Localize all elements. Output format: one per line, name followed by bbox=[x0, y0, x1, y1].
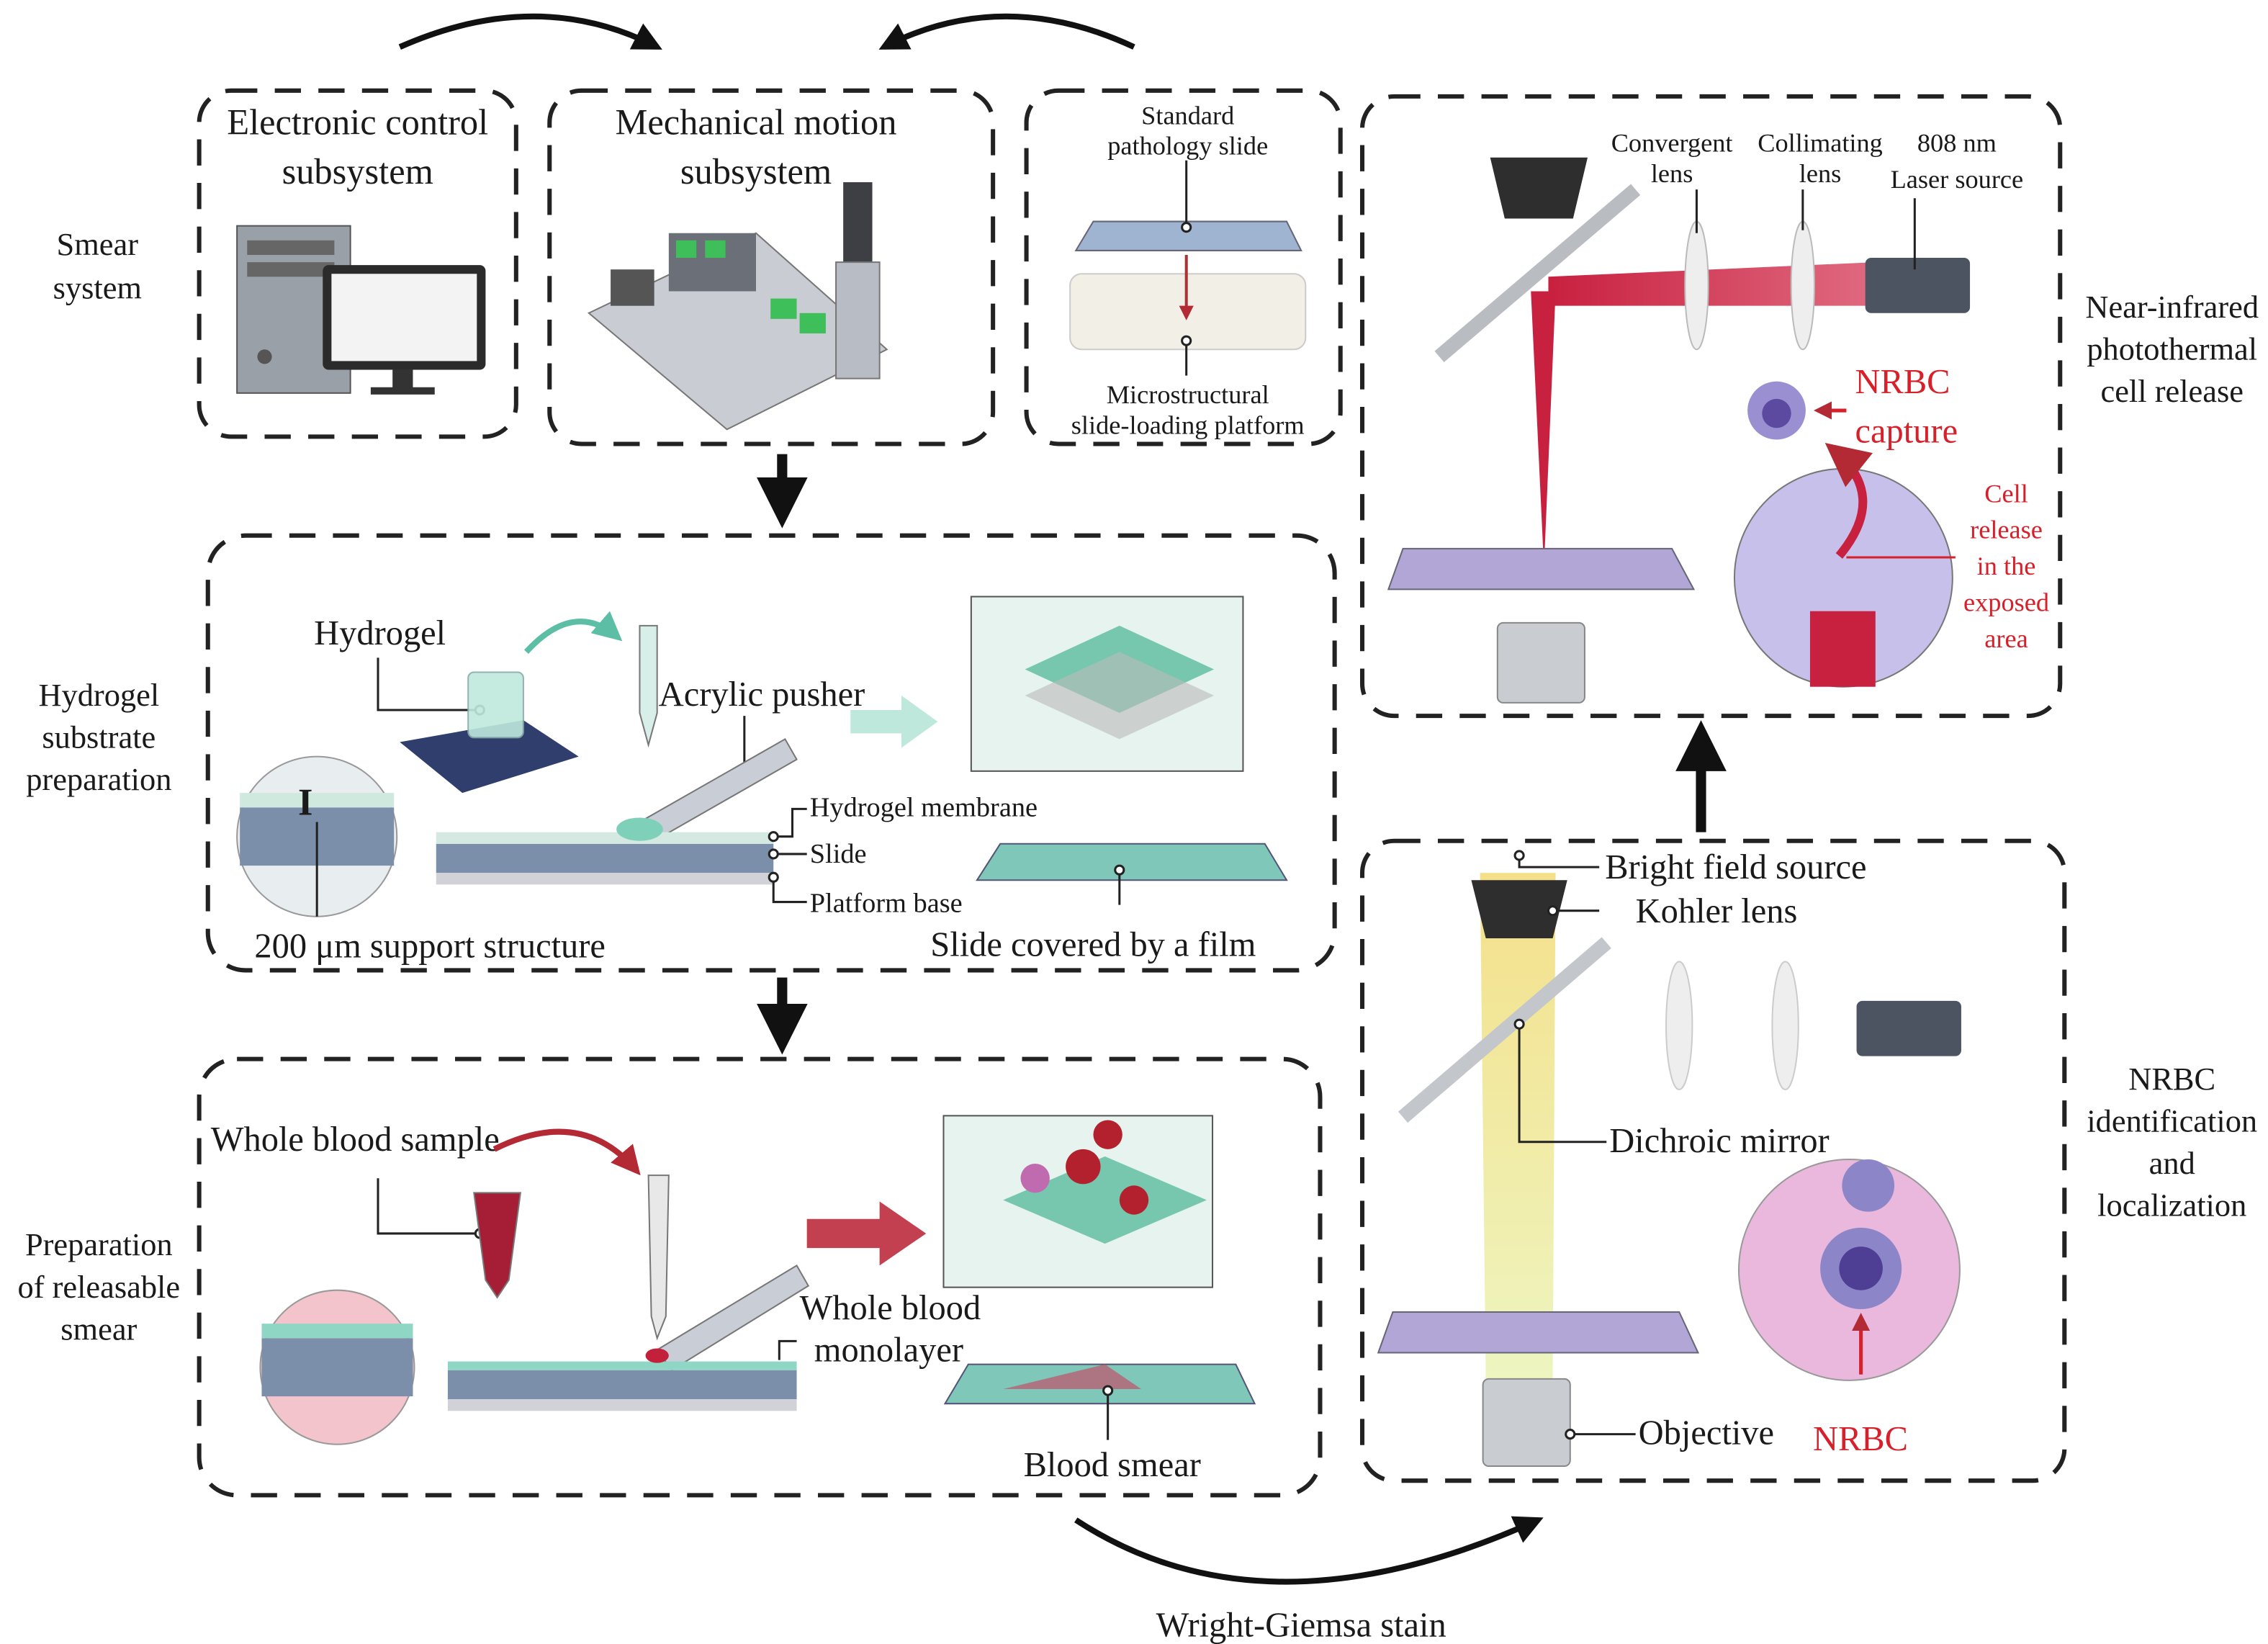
pipette-icon bbox=[639, 624, 658, 748]
objective-label: Objective bbox=[1639, 1414, 1774, 1452]
hydrogel-box bbox=[205, 533, 1337, 973]
hydrogel-slide-stack bbox=[436, 843, 774, 873]
blood-sample-label: Whole blood sample bbox=[211, 1120, 500, 1159]
support-label: 200 μm support structure bbox=[254, 927, 606, 965]
top-condenser bbox=[1490, 157, 1588, 219]
blood-pipette-icon bbox=[647, 1174, 670, 1341]
ident-box bbox=[1359, 838, 2067, 1483]
red-arrow bbox=[806, 1201, 927, 1266]
blood-tube-icon bbox=[473, 1192, 522, 1299]
kohler-lens-icon bbox=[1471, 880, 1567, 939]
computer-icon bbox=[236, 225, 486, 395]
blood-pusher bbox=[656, 1264, 810, 1372]
blood-slide-stack bbox=[447, 1370, 797, 1400]
nir-objective bbox=[1496, 621, 1585, 704]
teal-arrow bbox=[850, 695, 938, 748]
ident-slide bbox=[1377, 1311, 1700, 1354]
nir-box bbox=[1359, 94, 2063, 719]
mechanical-box bbox=[547, 88, 996, 446]
platform-base-label: Platform base bbox=[810, 889, 963, 919]
slide-box bbox=[1024, 88, 1343, 446]
convergent-lens bbox=[1684, 220, 1709, 351]
flow-arrow-bottom bbox=[1074, 1516, 1544, 1585]
blood-transfer-arrow bbox=[492, 1128, 641, 1176]
pathology-slide bbox=[1074, 220, 1302, 251]
ident-dichroic bbox=[1398, 937, 1611, 1123]
nrbc-label: NRBC bbox=[1813, 1420, 1908, 1458]
collimating-lens bbox=[1790, 220, 1816, 351]
wright-giemsa-label: Wright-Giemsa stain bbox=[1156, 1606, 1446, 1644]
bright-field-beam bbox=[1480, 873, 1556, 1382]
hydrogel-transfer-arrow bbox=[523, 611, 623, 654]
stirrer-beaker-icon bbox=[400, 671, 579, 794]
nir-dichroic bbox=[1434, 184, 1641, 363]
acrylic-pusher bbox=[638, 738, 798, 843]
i-beam-icon: I bbox=[298, 781, 312, 823]
kohler-label: Kohler lens bbox=[1636, 892, 1798, 930]
film-covered-slide bbox=[976, 843, 1288, 881]
hydrogel-label: Hydrogel bbox=[314, 614, 446, 652]
slide-label: Slide bbox=[810, 839, 867, 869]
electronic-box bbox=[197, 88, 518, 439]
blood-smear-label: Blood smear bbox=[1024, 1446, 1201, 1484]
flow-arrow-slide-to-mechanical bbox=[878, 13, 1135, 50]
flow-arrow-electronic-to-mechanical bbox=[398, 13, 662, 50]
dichroic-label: Dichroic mirror bbox=[1609, 1122, 1829, 1160]
acrylic-pusher-label: Acrylic pusher bbox=[659, 675, 865, 714]
bright-field-label: Bright field source bbox=[1605, 848, 1866, 886]
laser-source bbox=[1865, 258, 1971, 313]
laser-beam bbox=[1548, 262, 1876, 306]
blood-box bbox=[197, 1056, 1323, 1498]
covered-label: Slide covered by a film bbox=[930, 925, 1256, 964]
mechanical-machine-icon bbox=[587, 182, 888, 431]
ident-objective bbox=[1482, 1378, 1571, 1468]
nir-slide bbox=[1387, 547, 1696, 590]
membrane-label: Hydrogel membrane bbox=[810, 792, 1038, 822]
